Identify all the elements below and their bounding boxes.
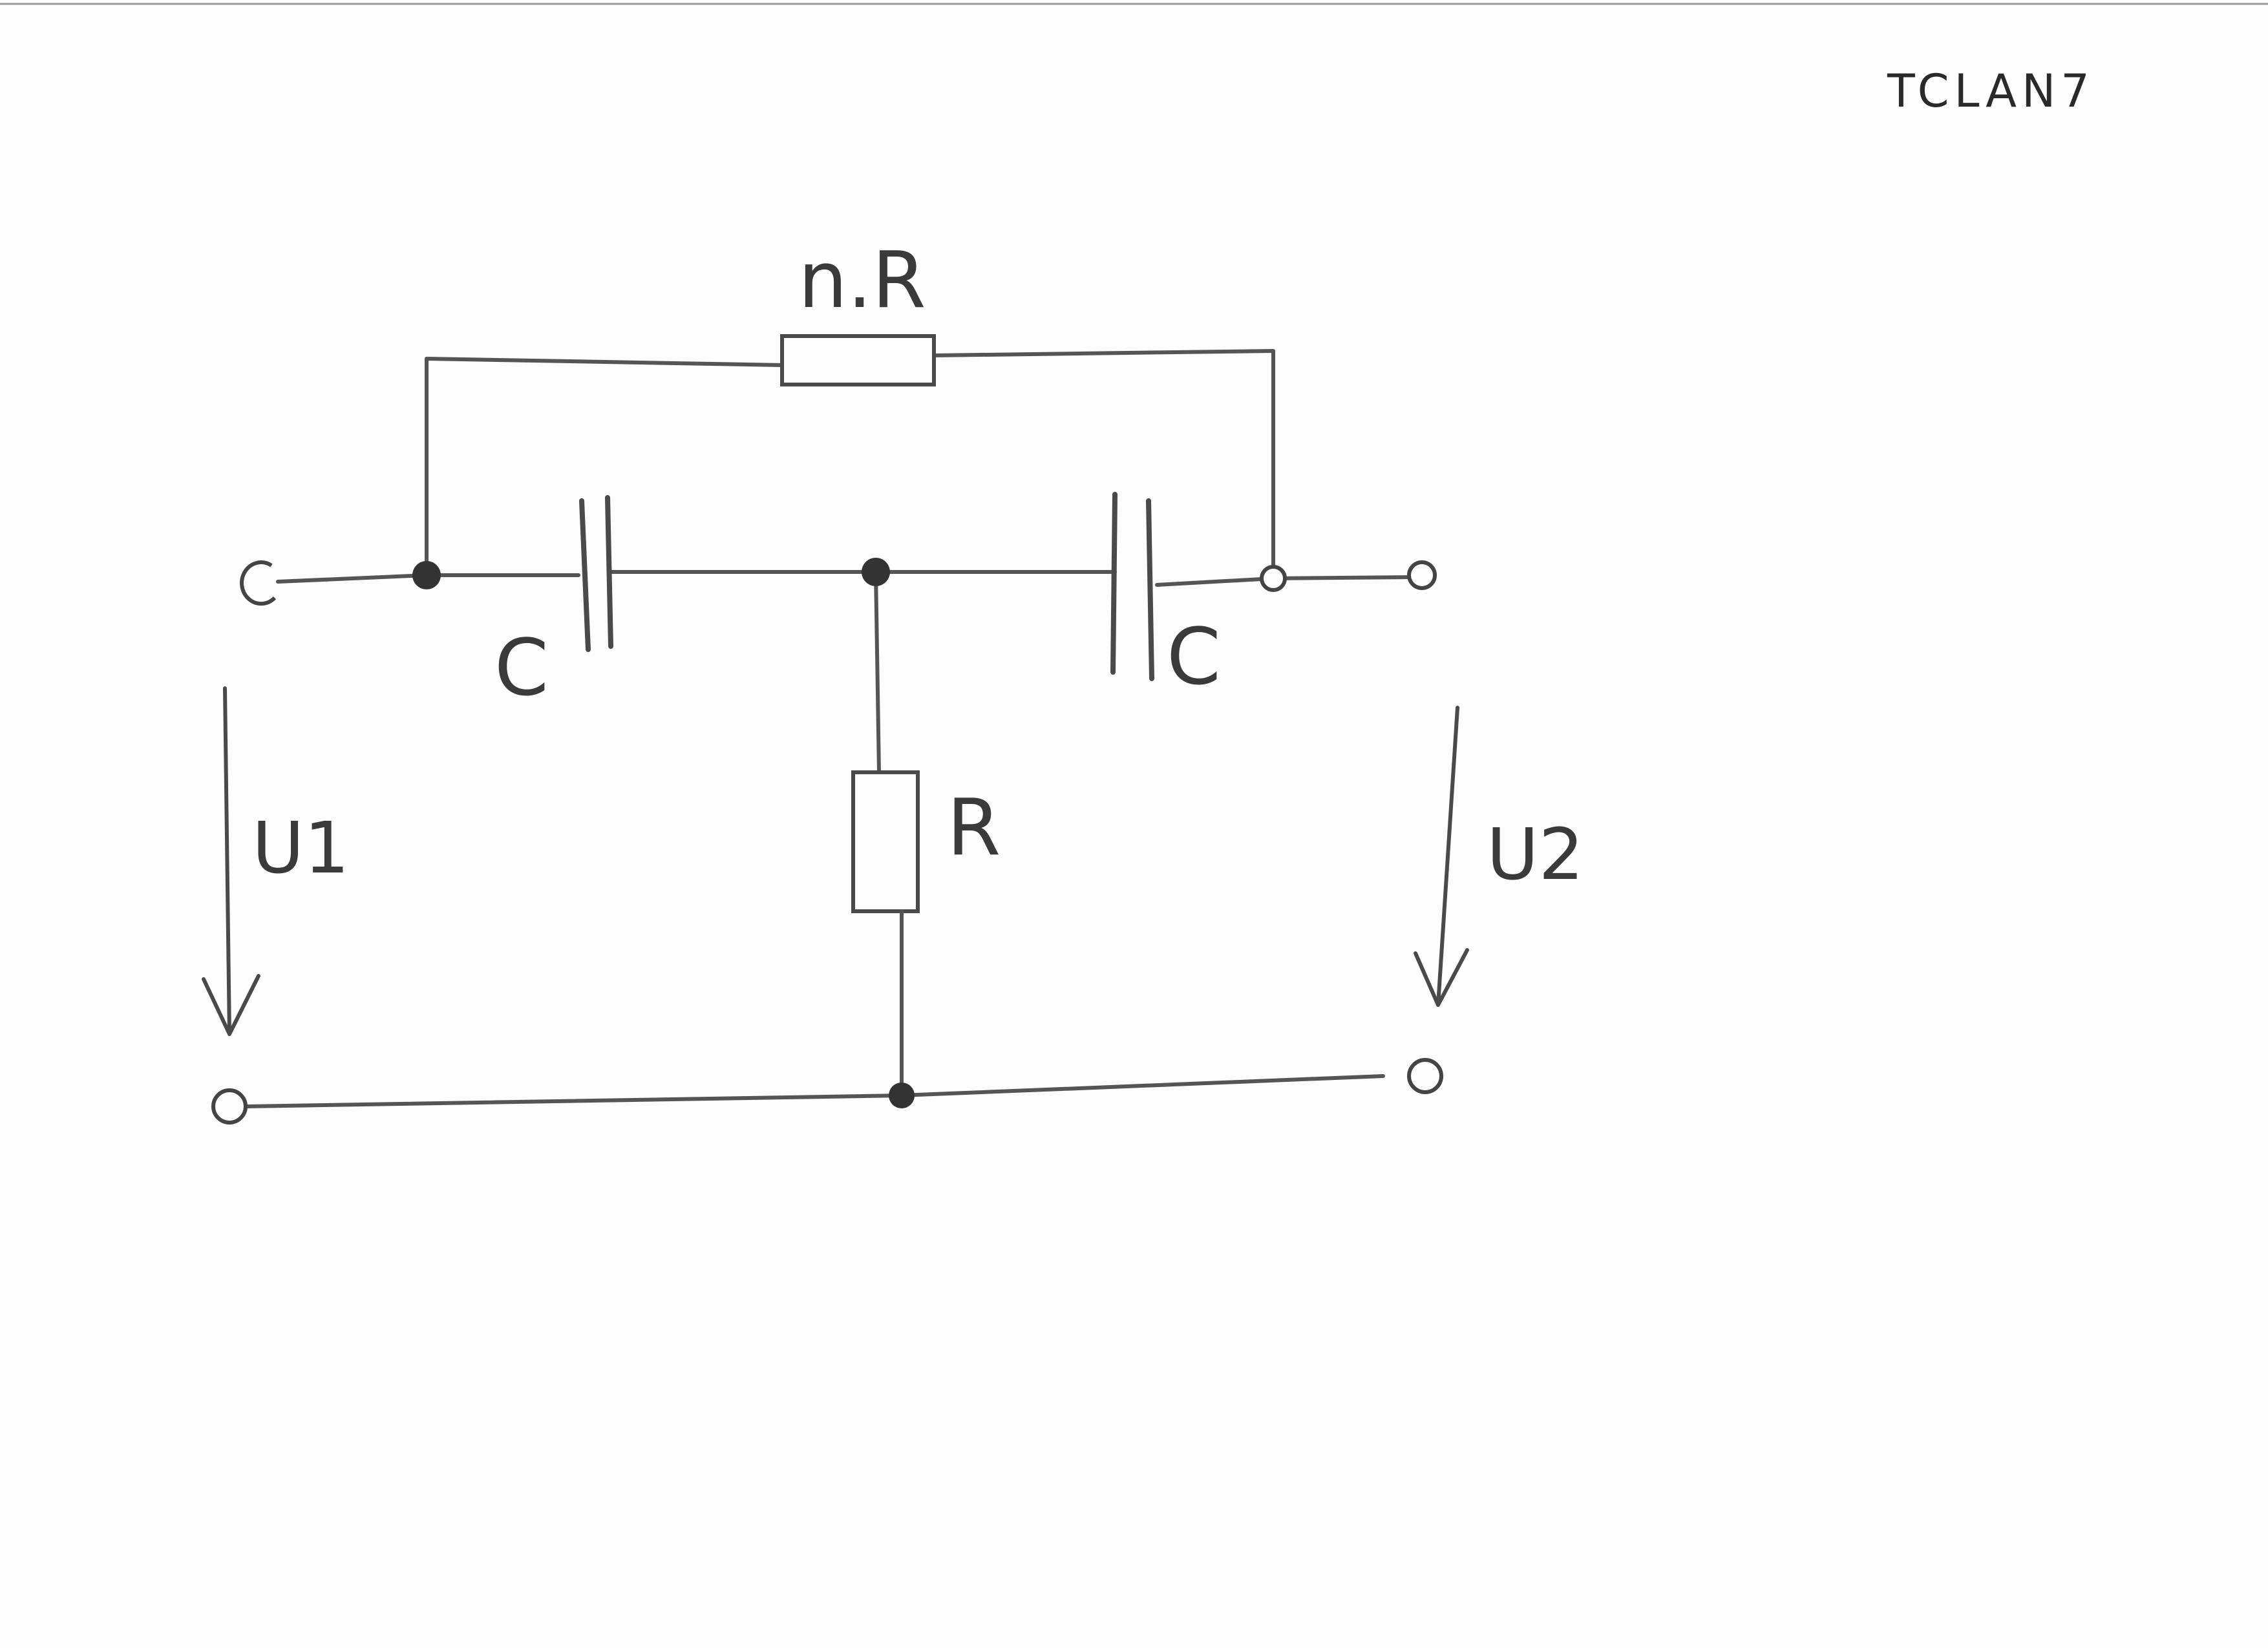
output-voltage-label: U2	[1487, 813, 1584, 896]
capacitor-left-label: C	[494, 624, 549, 713]
shunt-branch	[851, 570, 920, 1094]
capacitor-left	[579, 495, 613, 652]
input-voltage-arrow	[202, 686, 260, 1036]
terminals	[211, 560, 1443, 1125]
junction-left	[412, 561, 441, 589]
bottom-rail	[244, 1074, 1385, 1108]
terminal-output-top	[1407, 560, 1437, 590]
capacitor-right	[1110, 492, 1154, 681]
junction-middle	[862, 558, 890, 586]
bridge-wires	[425, 349, 1275, 577]
junctions	[412, 558, 1287, 1108]
junction-bottom	[889, 1083, 915, 1108]
terminal-input-top	[240, 560, 277, 606]
terminal-output-bottom	[1407, 1058, 1443, 1094]
resistor-shunt-label: R	[947, 783, 1001, 873]
junction-right	[1260, 565, 1287, 592]
document-id-label: TCLAN7	[1887, 65, 2095, 118]
resistor-top-label: n.R	[798, 236, 926, 326]
output-voltage-arrow	[1414, 706, 1469, 1007]
input-voltage-label: U1	[252, 807, 350, 889]
top-rail-wires	[276, 570, 1414, 587]
capacitor-right-label: C	[1167, 613, 1221, 703]
terminal-input-bottom	[211, 1088, 248, 1125]
resistor-top	[780, 334, 936, 386]
